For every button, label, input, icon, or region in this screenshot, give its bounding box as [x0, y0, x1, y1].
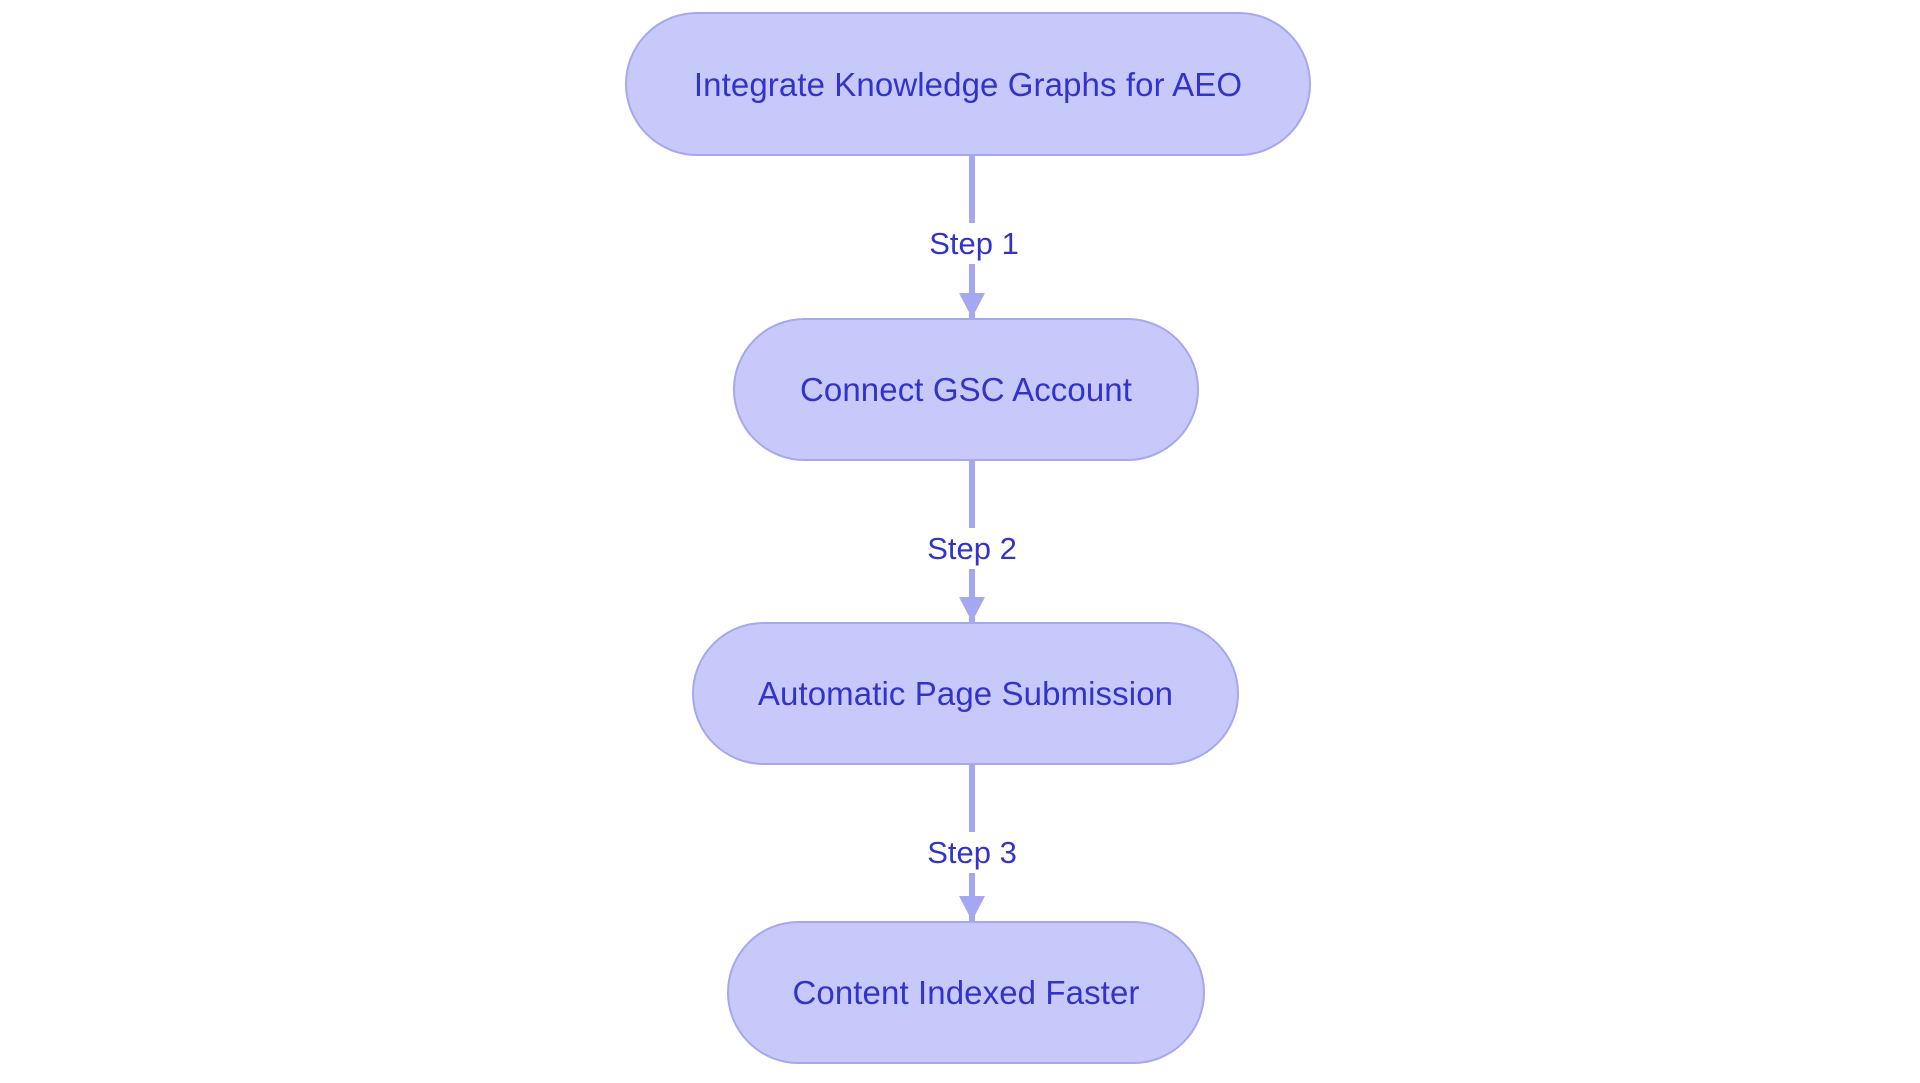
- flow-edge-label-step-3: Step 3: [921, 832, 1023, 873]
- flow-node-integrate-knowledge-graphs[interactable]: Integrate Knowledge Graphs for AEO: [625, 12, 1311, 156]
- flow-node-automatic-page-submission[interactable]: Automatic Page Submission: [692, 622, 1239, 765]
- arrow-down-icon: [959, 293, 985, 318]
- flow-node-label: Automatic Page Submission: [757, 675, 1174, 712]
- flow-node-label: Connect GSC Account: [799, 371, 1133, 408]
- flow-edge-label-step-1: Step 1: [923, 223, 1025, 264]
- arrow-down-icon: [959, 896, 985, 921]
- flow-edge-label-step-2: Step 2: [921, 528, 1023, 569]
- arrow-down-icon: [959, 597, 985, 622]
- flow-node-content-indexed-faster[interactable]: Content Indexed Faster: [727, 921, 1205, 1064]
- flow-node-connect-gsc-account[interactable]: Connect GSC Account: [733, 318, 1199, 461]
- flow-node-label: Content Indexed Faster: [792, 974, 1140, 1011]
- flow-node-label: Integrate Knowledge Graphs for AEO: [693, 65, 1243, 103]
